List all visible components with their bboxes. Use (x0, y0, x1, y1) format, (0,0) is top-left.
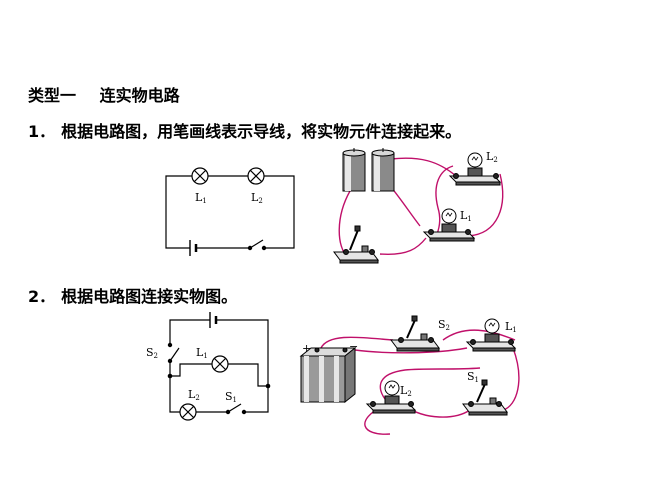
label-S2: S2 (146, 346, 158, 360)
lamp-L1-symbol-2 (211, 355, 229, 373)
question-1: 1． 根据电路图，用笔画线表示导线，将实物元件连接起来。 (28, 118, 461, 142)
battery-pack (299, 346, 357, 404)
knife-switch (333, 225, 379, 264)
section-subtitle: 连实物电路 (99, 86, 180, 105)
label-L1-physical-2: L1 (505, 320, 517, 334)
section-title: 类型一 (28, 86, 77, 105)
lamp-L2-symbol (247, 167, 265, 185)
lamp-L1-holder-2 (465, 318, 517, 352)
label-S1-physical: S1 (467, 370, 479, 384)
label-L2-2: L2 (188, 388, 200, 402)
knife-switch-S2 (390, 315, 440, 352)
physical-circuit-2: + − S2 L1 L2 S1 (299, 315, 520, 435)
label-L2-physical: L2 (486, 150, 498, 164)
question-2-text: 根据电路图连接实物图。 (61, 287, 238, 306)
label-L1-2: L1 (196, 346, 208, 360)
question-1-number: 1． (28, 122, 56, 141)
lamp-L1-holder (422, 208, 476, 242)
label-S1: S1 (225, 390, 237, 404)
label-L2: L2 (251, 191, 263, 205)
section-heading: 类型一 连实物电路 (28, 82, 180, 106)
question-1-text: 根据电路图，用笔画线表示导线，将实物元件连接起来。 (61, 122, 462, 141)
minus-label: − (349, 340, 358, 353)
circuit-diagram-1: L1 L2 (165, 167, 295, 256)
lamp-L2-symbol-2 (179, 403, 197, 421)
battery-cell-1 (342, 148, 366, 192)
plus-label: + (302, 342, 311, 355)
label-L2-physical-2: L2 (400, 384, 412, 398)
physical-circuit-1: L2 L1 (333, 148, 504, 264)
knife-switch-S1 (462, 379, 508, 416)
label-L1-physical: L1 (460, 209, 472, 223)
label-S2-physical: S2 (438, 318, 450, 332)
battery-cell-2 (371, 148, 395, 192)
question-2-number: 2． (28, 287, 56, 306)
label-L1: L1 (195, 191, 207, 205)
question-2: 2． 根据电路图连接实物图。 (28, 283, 237, 307)
lamp-L2-holder (448, 152, 502, 186)
circuit-diagram-2: S2 L1 L2 S1 (146, 312, 271, 421)
lamp-L2-holder-2 (365, 380, 417, 414)
lamp-L1-symbol (191, 167, 209, 185)
